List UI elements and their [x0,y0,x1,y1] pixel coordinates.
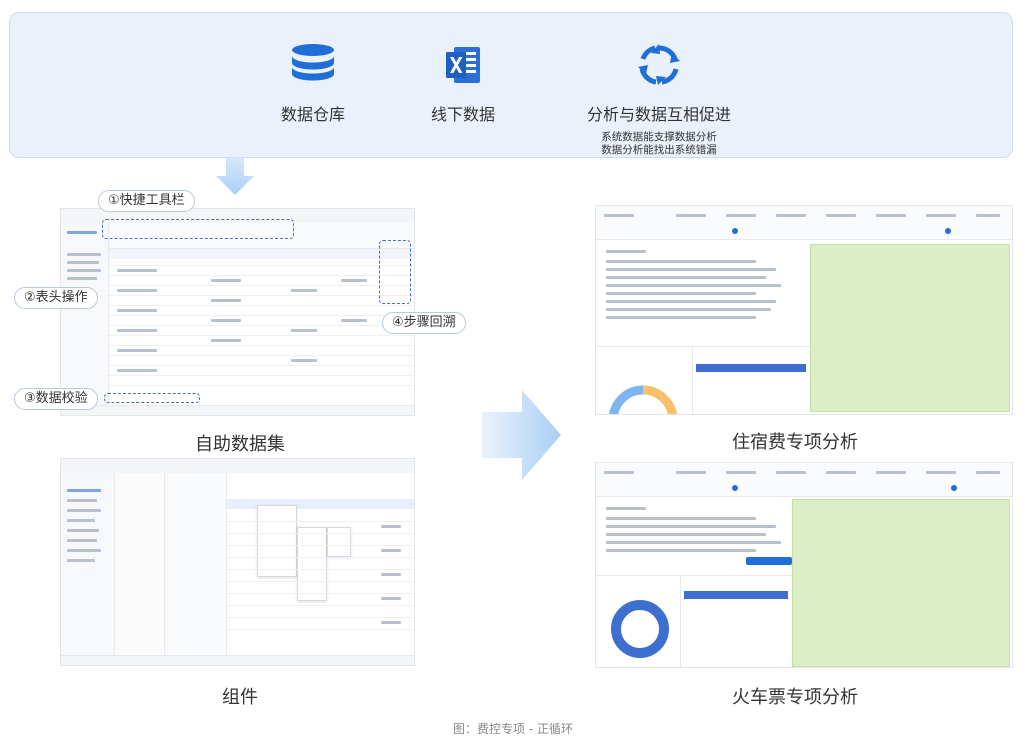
down-arrow-icon [216,158,254,195]
offline-data-item: 线下数据 [408,43,518,125]
self-service-dataset-screenshot [60,208,415,416]
caption-train: 火车票专项分析 [732,687,858,708]
annotation-quick-toolbar: ①快捷工具栏 [98,190,195,212]
sync-title: 分析与数据互相促进 [586,105,731,124]
hotel-analysis-screenshot [595,205,1013,415]
excel-icon [446,47,480,83]
quick-toolbar-highlight [102,219,294,239]
caption-components: 组件 [222,687,258,708]
annotation-step-back: ④步骤回溯 [382,312,466,334]
donut-chart [611,600,669,658]
step-back-highlight [379,240,411,304]
data-check-highlight [104,393,200,403]
sync-sub-2: 数据分析能找出系统错漏 [601,144,717,156]
caption-self-service: 自助数据集 [195,434,285,455]
caption-hotel: 住宿费专项分析 [732,432,858,453]
right-arrow-icon [482,390,561,480]
analysis-sync-item: 分析与数据互相促进 系统数据能支撑数据分析 数据分析能找出系统错漏 [566,43,752,157]
components-screenshot [60,458,415,666]
figure-caption: 图：费控专项 - 正循环 [453,722,573,736]
sync-sub-1: 系统数据能支撑数据分析 [601,131,717,143]
donut-chart [609,385,677,414]
database-label: 数据仓库 [280,105,345,124]
train-analysis-screenshot [595,462,1013,668]
sync-cycle-icon [638,44,680,85]
annotation-data-check: ③数据校验 [14,388,98,410]
offline-data-label: 线下数据 [430,105,495,124]
database-icon [292,44,334,81]
top-panel: 数据仓库 线下数据 分析与数据互相促进 系统数据能支撑数据分析 数据分析能找出系… [9,12,1013,158]
annotation-header-ops: ②表头操作 [14,287,98,309]
database-item: 数据仓库 [258,43,368,125]
